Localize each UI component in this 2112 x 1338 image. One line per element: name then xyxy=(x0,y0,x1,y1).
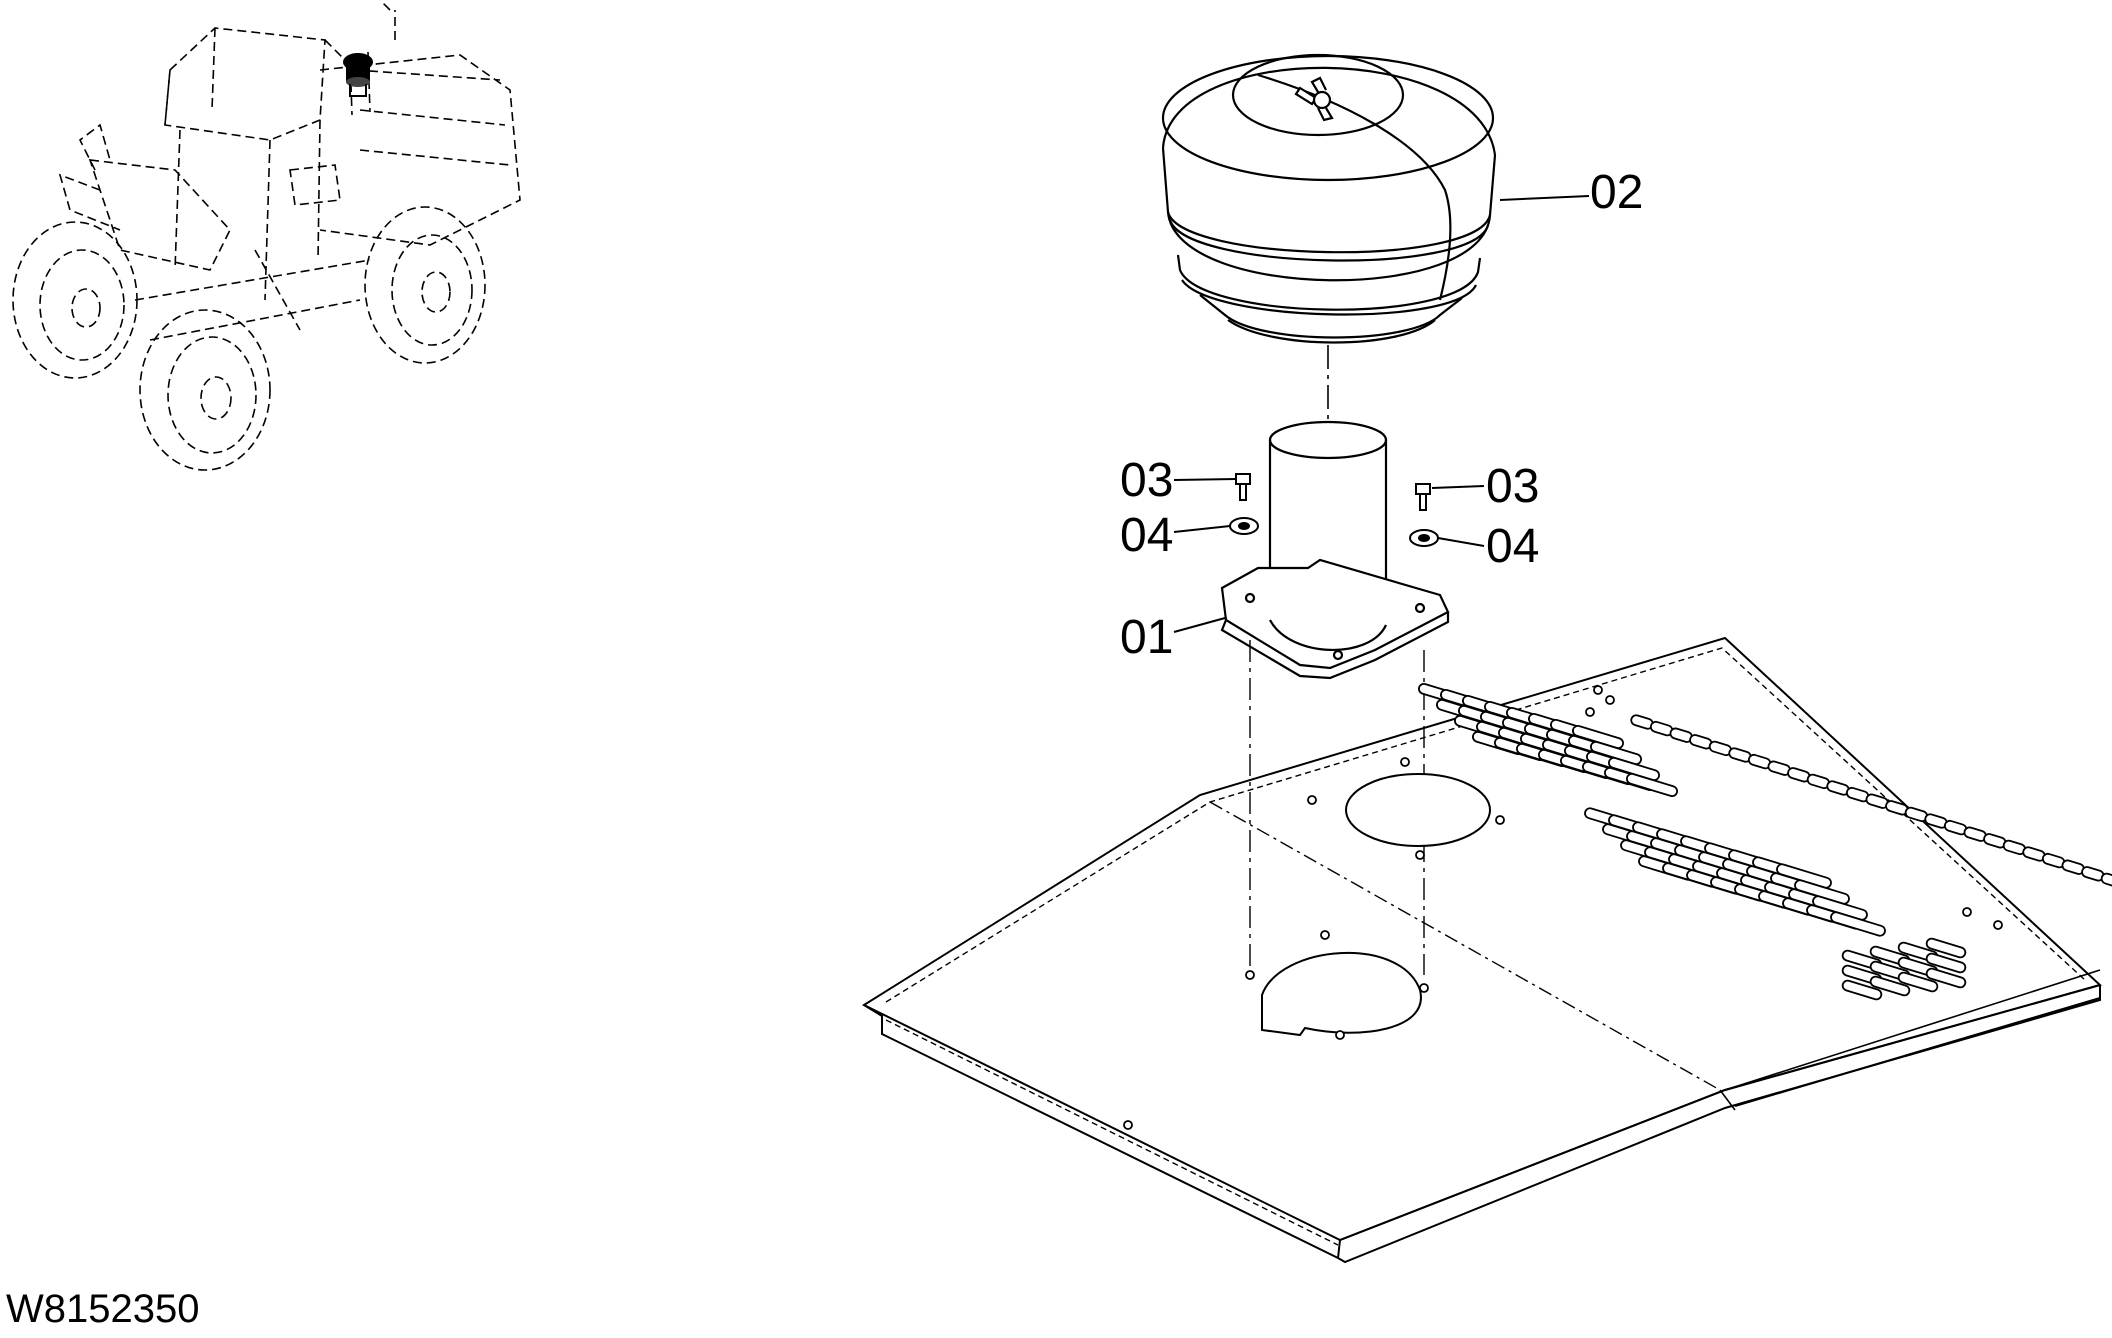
cover-holes xyxy=(1123,685,2003,1130)
callout-04-left: 04 xyxy=(1120,509,1173,562)
callout-leaders xyxy=(1173,195,1590,633)
locator-highlight-icon xyxy=(343,53,373,97)
bolt-part-03-left xyxy=(1235,473,1251,501)
callout-02: 02 xyxy=(1590,166,1643,219)
louvre-slot xyxy=(2100,872,2112,889)
louvre-slot xyxy=(1841,979,1883,1001)
callout-03-right: 03 xyxy=(1486,460,1539,513)
drawing-reference-number: W8152350 xyxy=(6,1287,199,1331)
louvre-slot xyxy=(1869,975,1911,997)
louvre-slot xyxy=(1925,952,1967,974)
cover-openings xyxy=(1261,773,1491,1037)
louvre-slot xyxy=(1626,772,1678,798)
callout-03-left: 03 xyxy=(1120,454,1173,507)
vehicle-locator-illustration xyxy=(12,0,521,471)
cover-louvres xyxy=(1418,682,2112,1001)
louvre-slot xyxy=(1925,937,1967,959)
louvre-slot xyxy=(1897,971,1939,993)
callout-01: 01 xyxy=(1120,611,1173,664)
intake-pipe-part-01 xyxy=(1220,420,1450,680)
callout-04-right: 04 xyxy=(1486,520,1539,573)
louvre-slot xyxy=(1925,967,1967,989)
washer-part-04-left xyxy=(1229,517,1259,535)
washer-part-04-right xyxy=(1409,529,1439,547)
air-cleaner-part-02 xyxy=(1161,53,1497,344)
bolt-part-03-right xyxy=(1415,483,1431,511)
louvre-slot xyxy=(1830,911,1886,937)
